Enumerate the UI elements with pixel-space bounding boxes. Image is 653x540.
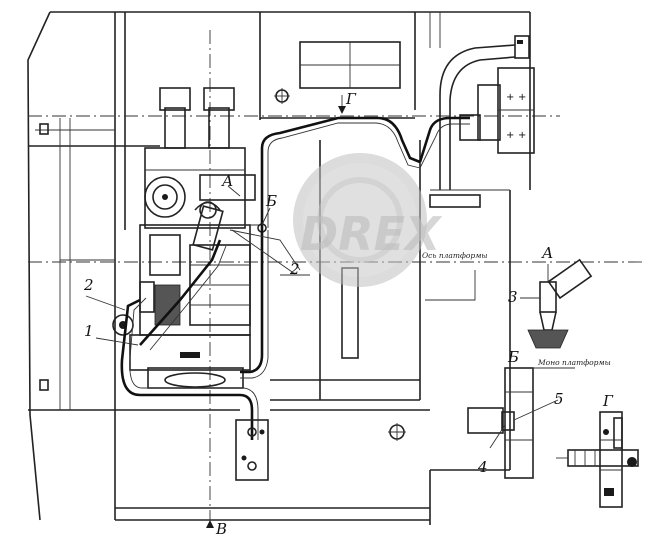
- platform-frame: [27, 11, 531, 525]
- arrow-v-label: В: [215, 520, 227, 538]
- filter-assembly: [192, 201, 267, 251]
- leader-lines: [85, 95, 346, 528]
- upper-control-box: [274, 41, 401, 104]
- hydraulic-tank: + + + +: [429, 35, 535, 208]
- callout-2-left: 2: [83, 276, 94, 294]
- engine-block: [112, 87, 256, 389]
- detail-a-title: А: [541, 244, 553, 262]
- axis-label: Ось платформы: [422, 251, 488, 260]
- view-a-marker: А: [221, 172, 233, 190]
- detail-b: [467, 367, 575, 479]
- callout-3: 3: [508, 288, 518, 306]
- detail-a: [520, 258, 593, 349]
- callout-5: 5: [554, 390, 564, 408]
- svg-text:+: +: [506, 130, 514, 141]
- detail-g-title: Г: [602, 392, 614, 410]
- view-b-marker: Б: [265, 192, 277, 210]
- svg-text:+: +: [506, 92, 514, 103]
- callout-1: 1: [84, 322, 94, 340]
- hydraulic-pipes: [120, 116, 476, 440]
- svg-text:+: +: [518, 92, 526, 103]
- watermark: DREX: [293, 153, 443, 287]
- callout-2-center: 2: [289, 260, 300, 278]
- watermark-text: DREX: [300, 207, 443, 261]
- detail-b-title: Б: [507, 348, 519, 366]
- detail-g: [556, 411, 639, 508]
- detail-b-note: Моно платформы: [537, 358, 611, 367]
- callout-4: 4: [477, 458, 488, 476]
- lower-bracket: [235, 419, 406, 481]
- view-g-marker: Г: [345, 90, 357, 108]
- svg-text:+: +: [518, 130, 526, 141]
